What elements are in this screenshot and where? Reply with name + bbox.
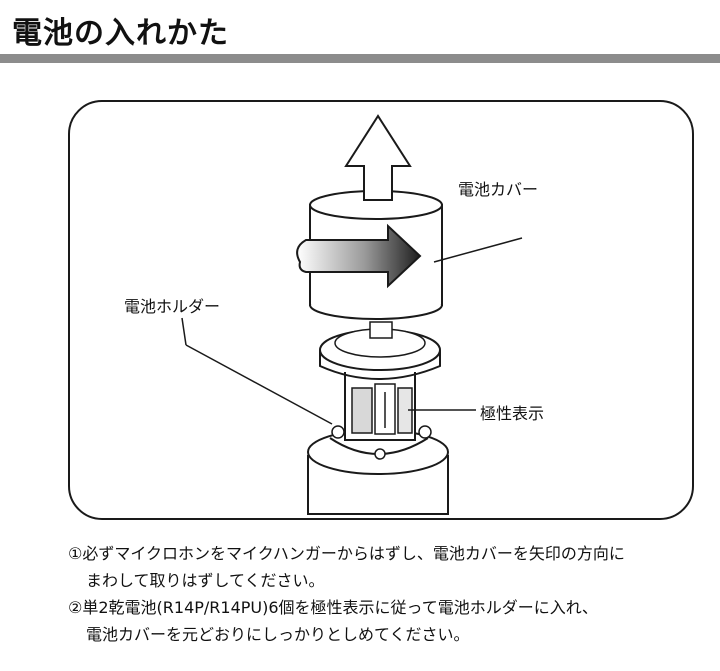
instruction-step-1-cont: まわして取りはずしてください。 [86, 571, 325, 590]
rotate-arrow-icon [296, 223, 422, 289]
diagram-frame [68, 100, 694, 520]
battery-holder [329, 371, 432, 460]
instruction-step-1: ①必ずマイクロホンをマイクハンガーからはずし、電池カバーを矢印の方向に [68, 544, 625, 563]
instructions: ①必ずマイクロホンをマイクハンガーからはずし、電池カバーを矢印の方向に まわして… [68, 540, 708, 648]
page-title: 電池の入れかた [12, 16, 229, 51]
label-battery-holder: 電池ホルダー [124, 297, 221, 316]
mic-body [307, 429, 449, 515]
title-underline [0, 54, 720, 63]
cover-leader-line [433, 237, 523, 263]
holder-top-plate [319, 321, 441, 380]
holder-leader-line-2 [185, 344, 333, 425]
holder-leader-line [181, 317, 187, 346]
label-battery-cover: 電池カバー [458, 180, 539, 199]
instruction-step-2: ②単2乾電池(R14P/R14PU)6個を極性表示に従って電池ホルダーに入れ、 [68, 598, 598, 617]
lift-arrow-icon [344, 114, 412, 201]
instruction-step-2-cont: 電池カバーを元どおりにしっかりとしめてください。 [86, 625, 470, 644]
label-polarity: 極性表示 [480, 404, 545, 423]
